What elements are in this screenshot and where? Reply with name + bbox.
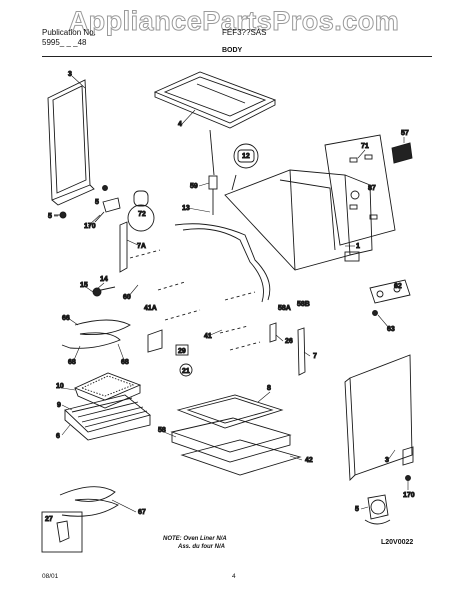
callout-5c: 5 bbox=[355, 506, 359, 513]
callout-26: 26 bbox=[285, 338, 293, 345]
detail-box-27 bbox=[41, 511, 83, 553]
callout-72: 72 bbox=[138, 211, 146, 218]
callout-6: 6 bbox=[56, 433, 60, 440]
top-panel bbox=[153, 71, 277, 129]
callout-12: 12 bbox=[242, 153, 250, 160]
bracket-62 bbox=[369, 279, 411, 304]
side-panel-left bbox=[47, 79, 95, 206]
storage-drawer bbox=[170, 417, 302, 476]
callout-21: 21 bbox=[182, 368, 190, 375]
callout-59: 59 bbox=[190, 183, 198, 190]
callout-1: 1 bbox=[356, 243, 360, 250]
callout-29: 29 bbox=[178, 348, 186, 355]
wire-cover-57 bbox=[391, 142, 413, 164]
element-terminal-14 bbox=[92, 286, 116, 297]
callout-63: 63 bbox=[387, 326, 395, 333]
callout-4: 4 bbox=[178, 121, 182, 128]
callout-41: 41 bbox=[204, 333, 212, 340]
side-trim-7a bbox=[119, 221, 128, 273]
callout-3b: 3 bbox=[385, 457, 389, 464]
leveling-leg-5 bbox=[364, 494, 391, 525]
callout-62: 62 bbox=[394, 283, 402, 290]
callout-8: 8 bbox=[267, 385, 271, 392]
callout-42: 42 bbox=[305, 457, 313, 464]
note-line-2: Ass. du four N/A bbox=[178, 544, 226, 550]
callout-7a: 7A bbox=[137, 243, 146, 250]
callout-66: 66 bbox=[62, 315, 70, 322]
screw-63 bbox=[372, 310, 378, 316]
callout-13: 13 bbox=[182, 205, 190, 212]
insulation-13 bbox=[174, 223, 271, 303]
callout-87: 87 bbox=[368, 185, 376, 192]
oven-rack bbox=[64, 394, 151, 441]
bracket-41a bbox=[147, 329, 163, 353]
callout-27: 27 bbox=[45, 516, 53, 523]
switch-21 bbox=[179, 363, 193, 377]
callout-68b: 68 bbox=[121, 359, 129, 366]
section-title: BODY bbox=[222, 47, 243, 54]
footer-page-number: 4 bbox=[232, 573, 236, 580]
callout-3a: 3 bbox=[68, 71, 72, 78]
lamp-72 bbox=[127, 190, 155, 232]
callout-170a: 170 bbox=[84, 223, 96, 230]
broil-pan-10 bbox=[73, 372, 142, 409]
side-trim-7 bbox=[297, 327, 306, 376]
callout-15: 15 bbox=[80, 282, 88, 289]
bracket-170b bbox=[402, 446, 414, 481]
callout-5b: 5 bbox=[48, 213, 52, 220]
callout-67: 67 bbox=[138, 509, 146, 516]
part-26 bbox=[269, 322, 277, 343]
terminal-block-1 bbox=[344, 251, 360, 262]
note-block: NOTE: Oven Liner N/A Ass. du four N/A bbox=[163, 535, 227, 551]
callout-5a: 5 bbox=[95, 199, 99, 206]
footer-date: 08/01 bbox=[42, 573, 59, 580]
callout-7: 7 bbox=[313, 353, 317, 360]
back-panel-71 bbox=[324, 134, 396, 246]
callout-9: 9 bbox=[57, 402, 61, 409]
callout-71: 71 bbox=[361, 143, 369, 150]
side-panel-right bbox=[344, 354, 413, 482]
oven-sensor-59 bbox=[208, 129, 218, 215]
light-socket-12 bbox=[231, 143, 259, 191]
diagram-code: L20V0022 bbox=[381, 539, 414, 546]
switch-29 bbox=[175, 344, 189, 356]
callout-58b: 58B bbox=[297, 301, 310, 308]
callout-60: 60 bbox=[123, 294, 131, 301]
callout-170b: 170 bbox=[403, 492, 415, 499]
callout-58a: 58A bbox=[278, 305, 291, 312]
hinge-screw-5a bbox=[102, 185, 108, 191]
chassis-frame bbox=[224, 169, 373, 271]
callout-41a: 41A bbox=[144, 305, 157, 312]
bake-element-66 bbox=[61, 319, 131, 349]
publication-label: Publication No. bbox=[42, 28, 96, 37]
callout-58: 58 bbox=[158, 427, 166, 434]
callout-57: 57 bbox=[401, 130, 409, 137]
callout-14: 14 bbox=[100, 276, 108, 283]
model-number: FEF3??SAS bbox=[222, 28, 267, 37]
screw-5b bbox=[54, 211, 67, 219]
note-line-1: NOTE: Oven Liner N/A bbox=[163, 536, 227, 542]
broil-element-67 bbox=[59, 486, 119, 517]
watermark: AppliancePartsPros.com bbox=[68, 6, 400, 37]
screw-leaders bbox=[129, 249, 261, 351]
bracket-170 bbox=[94, 197, 121, 223]
callout-10: 10 bbox=[56, 383, 64, 390]
door-frame-8 bbox=[176, 394, 284, 429]
leader-lines bbox=[54, 75, 409, 513]
callout-68a: 68 bbox=[68, 359, 76, 366]
publication-number: 5995_ _ _48 bbox=[42, 38, 87, 47]
header-rule bbox=[42, 56, 432, 57]
